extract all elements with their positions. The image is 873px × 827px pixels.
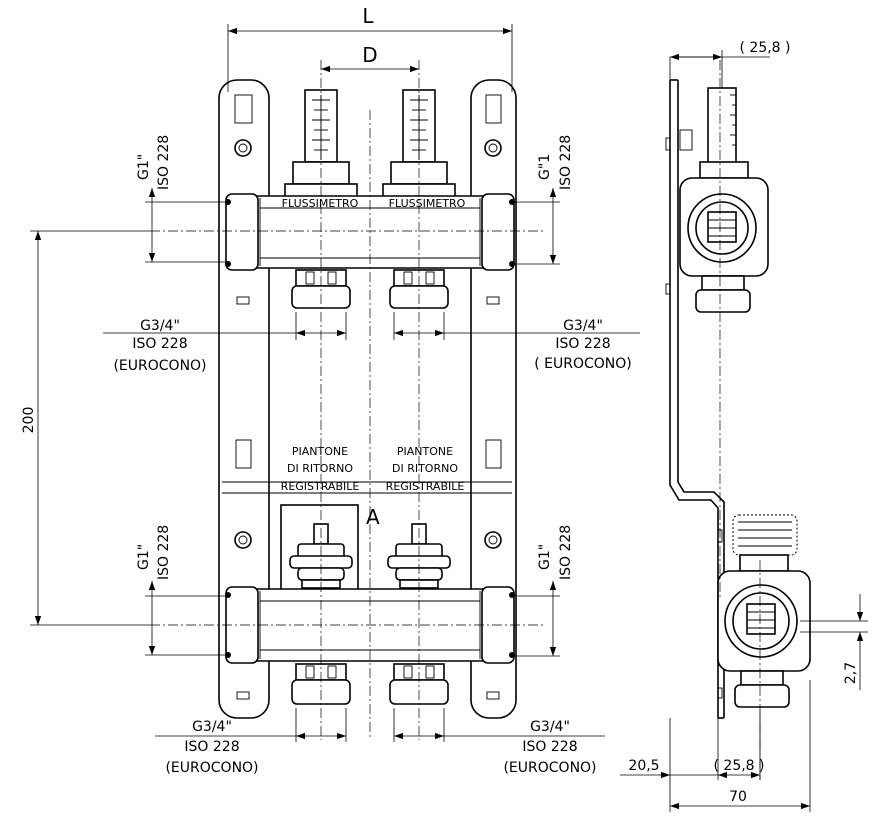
outlet-bl-g: G3/4" <box>192 719 232 735</box>
thread-a-iso: ISO 228 <box>156 135 172 190</box>
thread-d-g: G1" <box>537 544 553 570</box>
piantone-left-line1: PIANTONE <box>292 445 348 458</box>
thread-b-iso: ISO 228 <box>558 135 574 190</box>
outlet-br-euro: (EUROCONO) <box>503 760 596 776</box>
outlet-bl-iso: ISO 228 <box>184 739 239 755</box>
side-upper-body <box>679 177 769 313</box>
outlet-ml-iso: ISO 228 <box>132 336 187 352</box>
piantone-right-line1: PIANTONE <box>397 445 453 458</box>
thread-a-g: G1" <box>136 154 152 180</box>
piantone-left-line3: REGISTRABILE <box>281 480 360 493</box>
front-view: FLUSSIMETRO FLUSSIMETRO PIANTONE DI RITO… <box>150 60 545 740</box>
thread-c-g: G1" <box>136 544 152 570</box>
outlet-ml-euro: (EUROCONO) <box>113 358 206 374</box>
outlet-mr-g: G3/4" <box>563 318 603 334</box>
front-dimensions: L D 200 G1" ISO 228 G"1 ISO 228 G1" ISO … <box>21 4 640 776</box>
outlet-bl-euro: (EUROCONO) <box>165 760 258 776</box>
outlet-ml-g: G3/4" <box>140 318 180 334</box>
outlet-br-g: G3/4" <box>530 719 570 735</box>
side-flowmeter <box>679 87 749 179</box>
flussimetro-left-label: FLUSSIMETRO <box>282 197 359 210</box>
thread-c-iso: ISO 228 <box>156 525 172 580</box>
outlet-mr-euro: ( EUROCONO) <box>534 356 632 372</box>
piantone-left-line2: DI RITORNO <box>287 462 353 475</box>
side-knob <box>732 514 798 572</box>
flussimetro-right-label: FLUSSIMETRO <box>389 197 466 210</box>
dim-side-top: ( 25,8 ) <box>740 40 791 56</box>
dim-side-bottom: ( 25,8 ) <box>714 758 765 774</box>
dim-70: 70 <box>729 789 747 805</box>
side-lower-body <box>717 570 811 708</box>
thread-d-iso: ISO 228 <box>558 525 574 580</box>
dim-L: L <box>362 4 374 28</box>
dim-20-5: 20,5 <box>628 758 659 774</box>
outlet-br-iso: ISO 228 <box>522 739 577 755</box>
piantone-right-line2: DI RITORNO <box>392 462 458 475</box>
piantone-right-line3: REGISTRABILE <box>386 480 465 493</box>
thread-b-g: G"1 <box>537 154 553 180</box>
outlet-mr-iso: ISO 228 <box>555 336 610 352</box>
dim-2-7: 2,7 <box>843 662 859 684</box>
side-view <box>665 60 811 780</box>
side-dimensions: ( 25,8 ) 20,5 ( 25,8 ) 70 2,7 <box>620 40 868 812</box>
detail-a-label: A <box>366 505 380 529</box>
dim-200: 200 <box>21 407 37 434</box>
dim-D: D <box>362 43 377 67</box>
